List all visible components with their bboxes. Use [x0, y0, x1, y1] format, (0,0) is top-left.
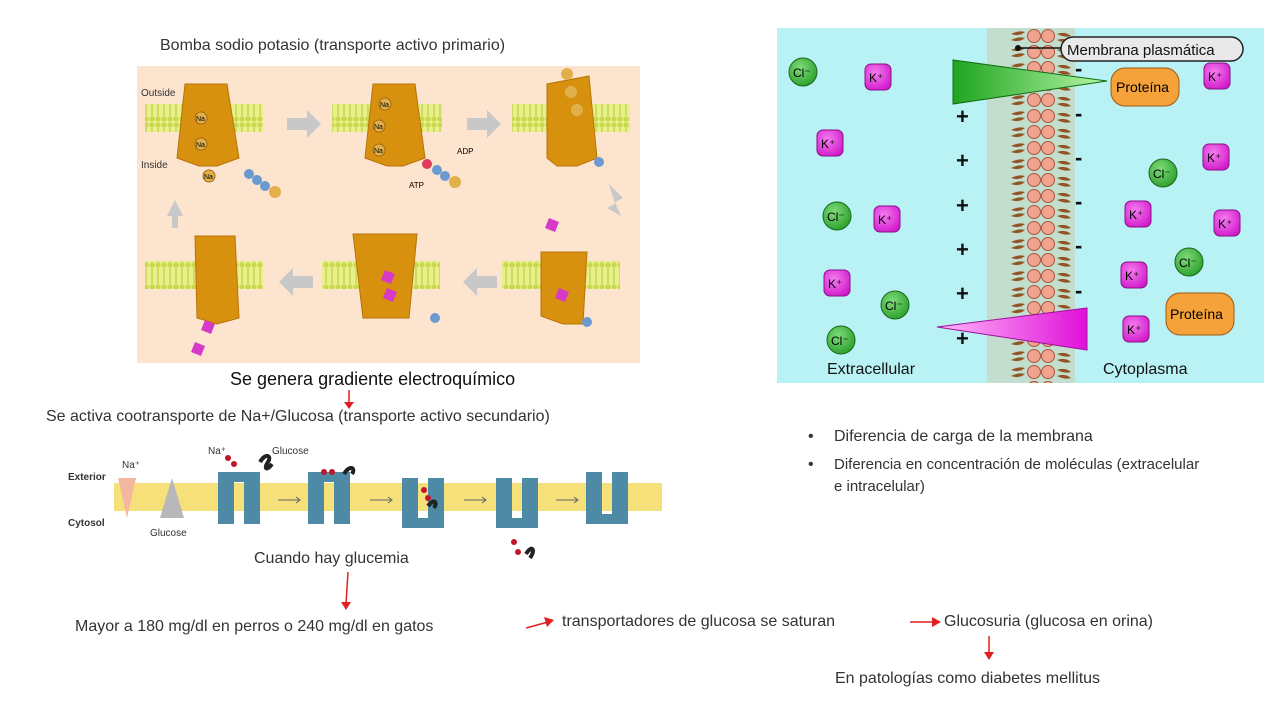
- svg-text:+: +: [956, 281, 969, 306]
- svg-text:Cl⁻: Cl⁻: [885, 299, 903, 313]
- pump-state-1: Na Na Na: [176, 83, 281, 198]
- svg-text:Cl⁻: Cl⁻: [827, 210, 845, 224]
- svg-text:-: -: [1075, 145, 1082, 170]
- svg-text:Na: Na: [374, 124, 383, 131]
- membrane-label: Membrana plasmática: [1067, 42, 1215, 59]
- svg-text:K⁺: K⁺: [1208, 70, 1222, 84]
- exterior-label: Exterior: [68, 472, 106, 483]
- svg-text:Na: Na: [374, 148, 383, 155]
- svg-text:K⁺: K⁺: [1125, 269, 1139, 283]
- gradient-text: Se genera gradiente electroquímico: [230, 369, 516, 389]
- inside-label: Inside: [141, 160, 168, 171]
- red-arrow-1-icon: [344, 390, 354, 409]
- svg-text:-: -: [1075, 233, 1082, 258]
- k-ions: K⁺ K⁺ K⁺ K⁺ K⁺ K⁺ K⁺ K⁺ K⁺ K⁺: [816, 62, 1241, 343]
- svg-text:K⁺: K⁺: [1207, 151, 1221, 165]
- svg-text:ADP: ADP: [457, 147, 473, 156]
- saturate-text: transportadores de glucosa se saturan: [562, 613, 836, 630]
- svg-text:+: +: [956, 148, 969, 173]
- svg-text:Na: Na: [380, 102, 389, 109]
- cytosol-label: Cytosol: [68, 518, 105, 529]
- glucemia-text: Cuando hay glucemia: [254, 550, 409, 567]
- protein-top: Proteína: [1110, 67, 1180, 107]
- cytoplasm-label: Cytoplasma: [1103, 361, 1188, 378]
- svg-text:+: +: [956, 326, 969, 351]
- red-arrow-4-icon: [910, 617, 941, 627]
- pump-state-6: [191, 235, 240, 356]
- na-glucose-cotransport-diagram: Exterior Cytosol Na⁺ Glucose Na⁺ Glucose: [68, 446, 662, 560]
- svg-text:Proteína: Proteína: [1170, 306, 1223, 322]
- svg-text:Cl⁻: Cl⁻: [793, 66, 811, 80]
- pump-title: Bomba sodio potasio (transporte activo p…: [160, 37, 506, 54]
- sodium-potassium-pump-diagram: Outside Inside Na Na Na Na Na Na ADP ATP: [137, 66, 640, 363]
- glucosuria-text: Glucosuria (glucosa en orina): [944, 613, 1153, 630]
- svg-text:+: +: [956, 193, 969, 218]
- threshold-text: Mayor a 180 mg/dl en perros o 240 mg/dl …: [75, 618, 434, 635]
- svg-text:Na⁺: Na⁺: [122, 460, 140, 471]
- svg-text:Na⁺: Na⁺: [208, 446, 226, 457]
- bullet-item: •Diferencia de carga de la membrana: [808, 428, 1093, 445]
- pump-state-2: Na Na Na ADP ATP: [364, 83, 473, 190]
- svg-text:K⁺: K⁺: [878, 213, 892, 227]
- svg-text:-: -: [1075, 56, 1082, 81]
- svg-text:Na: Na: [204, 174, 213, 181]
- svg-text:K⁺: K⁺: [821, 137, 835, 151]
- red-arrow-5-icon: [984, 636, 994, 660]
- bullet-list: •Diferencia de carga de la membrana •Dif…: [808, 426, 1238, 504]
- svg-text:K⁺: K⁺: [869, 71, 883, 85]
- red-arrow-3-icon: [526, 617, 554, 629]
- svg-text:+: +: [956, 237, 969, 262]
- membrane-potential-diagram: Membrana plasmática + + + + + + - - - - …: [777, 28, 1264, 383]
- svg-text:K⁺: K⁺: [828, 277, 842, 291]
- pump-state-4: [540, 218, 592, 327]
- svg-text:Glucose: Glucose: [272, 446, 309, 457]
- bullet-item: •Diferencia en concentración de molécula…: [808, 456, 1200, 495]
- svg-text:-: -: [1075, 278, 1082, 303]
- protein-bottom: Proteína: [1165, 292, 1235, 336]
- svg-text:-: -: [1075, 101, 1082, 126]
- cl-ions: Cl⁻ Cl⁻ Cl⁻ Cl⁻ Cl⁻ Cl⁻: [788, 57, 1204, 355]
- svg-text:Na: Na: [196, 142, 205, 149]
- svg-text:Cl⁻: Cl⁻: [1179, 256, 1197, 270]
- pathology-text: En patologías como diabetes mellitus: [835, 670, 1101, 687]
- svg-text:ATP: ATP: [409, 181, 424, 190]
- svg-text:K⁺: K⁺: [1129, 208, 1143, 222]
- cotransport-title: Se activa cootransporte de Na+/Glucosa (…: [46, 408, 550, 425]
- svg-text:Na: Na: [196, 116, 205, 123]
- extracellular-label: Extracellular: [827, 361, 916, 378]
- svg-text:-: -: [1075, 189, 1082, 214]
- outside-label: Outside: [141, 88, 176, 99]
- svg-text:Proteína: Proteína: [1116, 79, 1169, 95]
- red-arrow-2-icon: [341, 572, 351, 610]
- svg-text:+: +: [956, 104, 969, 129]
- svg-text:Cl⁻: Cl⁻: [831, 334, 849, 348]
- svg-text:K⁺: K⁺: [1127, 323, 1141, 337]
- svg-text:K⁺: K⁺: [1218, 217, 1232, 231]
- svg-text:Glucose: Glucose: [150, 528, 187, 539]
- svg-text:Cl⁻: Cl⁻: [1153, 167, 1171, 181]
- pump-state-5: [352, 233, 440, 323]
- pump-state-3: [546, 68, 604, 167]
